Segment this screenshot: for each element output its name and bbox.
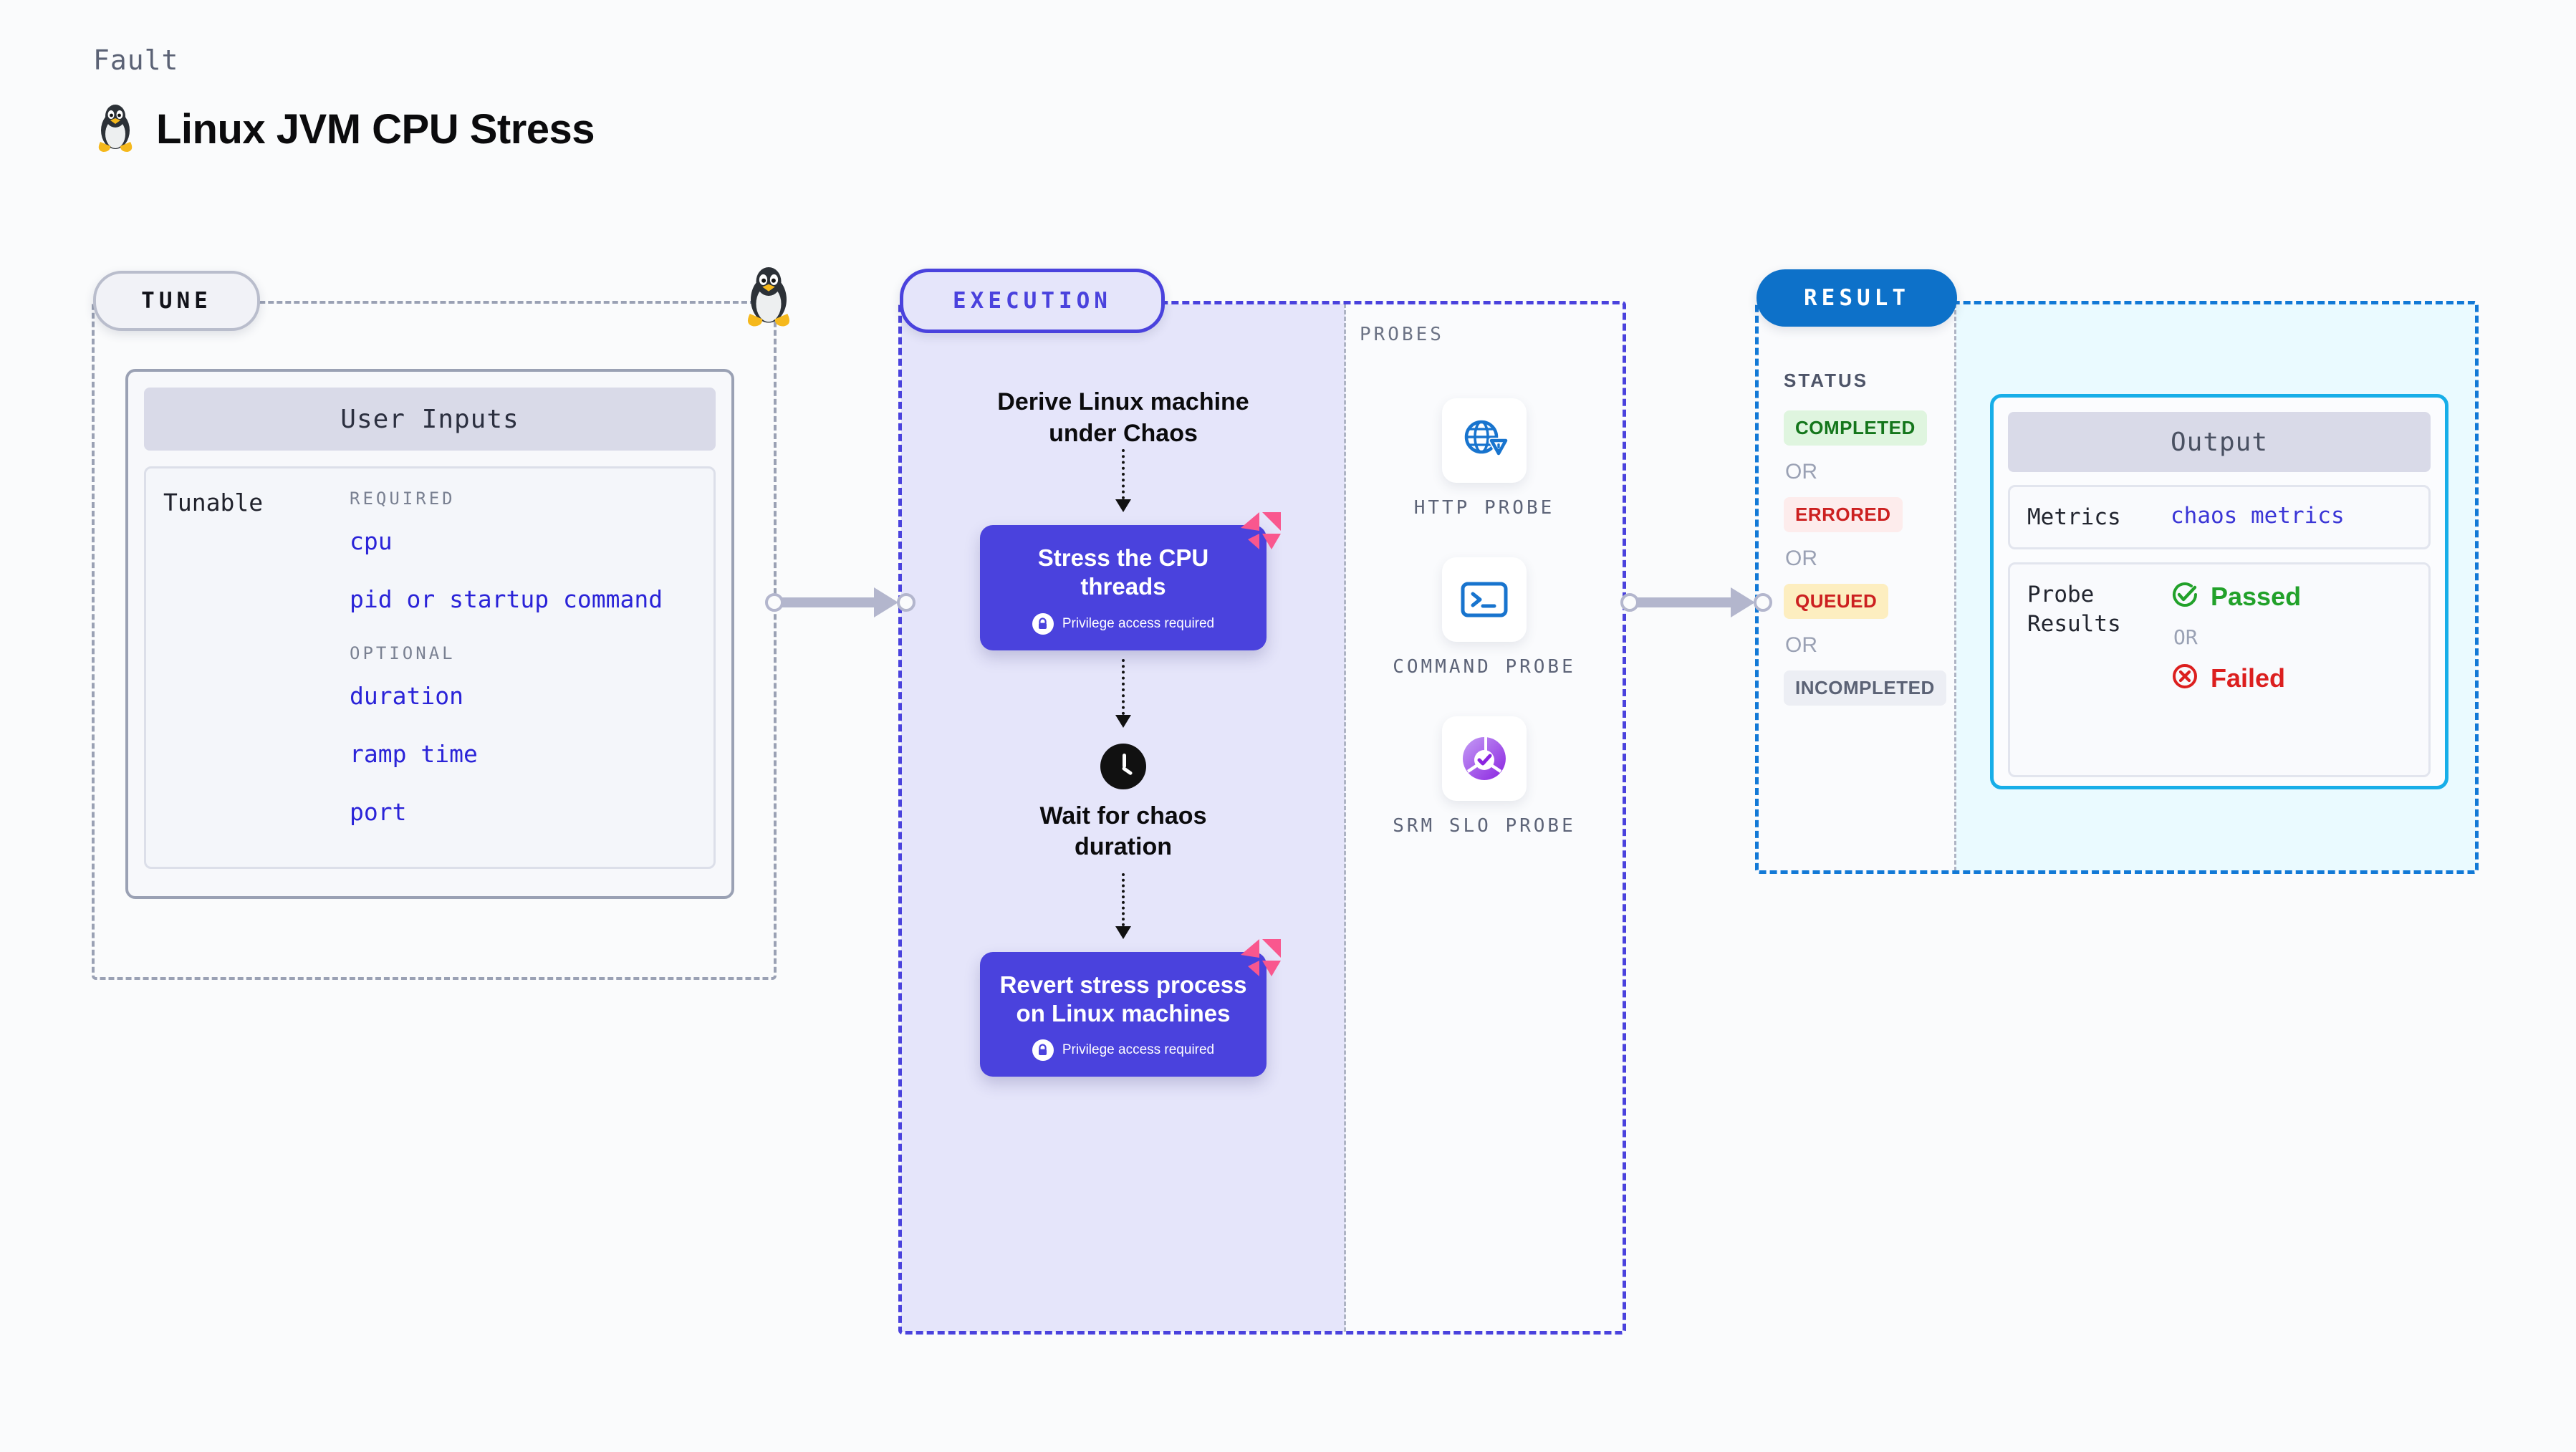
connector-dot [765,593,784,612]
tune-pill[interactable]: TUNE [93,271,260,331]
probe-results-values: Passed OR Failed [2171,580,2301,759]
flow-arrowhead [1115,499,1131,513]
privilege-note-text: Privilege access required [1062,615,1215,631]
flow-arrow [1122,449,1125,500]
tune-panel [92,301,777,980]
flow-arrowhead [1115,925,1131,939]
tunable-box: Tunable REQUIRED cpu pid or startup comm… [144,466,716,869]
result-pill[interactable]: RESULT [1756,269,1957,327]
tunable-item[interactable]: ramp time [350,740,478,768]
probe-label: HTTP PROBE [1413,497,1555,519]
status-badge-errored: ERRORED [1784,497,1903,532]
chaos-ribbon-icon [1238,509,1284,552]
or-label: OR [1785,460,1817,484]
connector-dot [1754,593,1772,612]
tunable-item[interactable]: port [350,798,407,826]
result-panel [1755,301,2479,874]
user-inputs-title: User Inputs [144,388,716,451]
metrics-value[interactable]: chaos metrics [2171,503,2345,529]
passed-label: Passed [2211,581,2302,611]
tunable-list: REQUIRED cpu pid or startup command OPTI… [350,489,696,847]
tunable-item[interactable]: duration [350,682,463,710]
page-title: Linux JVM CPU Stress [156,106,595,153]
status-badge-incompleted: INCOMPLETED [1784,670,1946,706]
probe-http[interactable]: HTTP PROBE [1345,398,1623,521]
flow-step-wait-label: Wait for chaos duration [1039,802,1207,861]
or-label: OR [1785,633,1817,657]
status-column: STATUS COMPLETED OR ERRORED OR QUEUED OR… [1784,370,1956,706]
flow-step-derive: Derive Linux machine under Chaos [997,388,1249,447]
or-label: OR [2173,625,2198,650]
probe-label: COMMAND PROBE [1393,656,1576,678]
probes-divider [1344,304,1346,1332]
execution-panel [898,301,1626,1335]
chaos-ribbon-icon [1238,936,1284,979]
slo-donut-check-icon [1442,716,1527,801]
privilege-note: Privilege access required [997,1039,1249,1062]
probes-label: PROBES [1360,324,1444,345]
action-card-title: Stress the CPU threads [1037,544,1209,600]
clock-icon [1100,743,1146,789]
check-circle-icon [2171,580,2199,612]
execution-pill[interactable]: EXECUTION [900,269,1165,333]
x-circle-icon [2171,662,2199,694]
flow-arrow [1122,658,1125,715]
privilege-note: Privilege access required [997,612,1249,635]
action-card-stress-cpu[interactable]: Stress the CPU threads Privilege access … [980,512,1281,650]
output-metrics-row: Metrics chaos metrics [2008,485,2431,550]
status-badge-completed: COMPLETED [1784,410,1927,446]
probe-results-key: Probe Results [2027,582,2121,637]
metrics-key: Metrics [2027,504,2121,530]
action-card-title: Revert stress process on Linux machines [999,971,1247,1027]
connector-dot [897,593,915,612]
globe-warning-icon [1442,398,1527,483]
lock-icon [1032,612,1054,635]
tunable-item[interactable]: cpu [350,527,393,555]
or-label: OR [1785,547,1817,570]
connector-tune-to-execution [765,587,915,617]
probe-srm-slo[interactable]: SRM SLO PROBE [1345,716,1623,839]
status-label: STATUS [1784,370,1869,391]
flow-step-wait: Wait for chaos duration [901,743,1345,863]
linux-penguin-icon [738,264,799,328]
probe-label: SRM SLO PROBE [1393,815,1576,837]
output-title: Output [2008,412,2431,472]
tunable-label: Tunable [163,489,264,516]
privilege-note-text: Privilege access required [1062,1042,1215,1058]
page-title-row: Linux JVM CPU Stress [93,102,595,157]
user-inputs-card: User Inputs Tunable REQUIRED cpu pid or … [125,369,734,899]
eyebrow-label: Fault [93,44,179,76]
output-card: Output Metrics chaos metrics Probe Resul… [1990,394,2448,789]
failed-label: Failed [2211,663,2286,693]
group-label-required: REQUIRED [350,489,456,509]
output-probe-results-row: Probe Results Passed OR [2008,562,2431,778]
flow-arrow [1122,872,1125,926]
terminal-icon [1442,557,1527,642]
probe-result-passed: Passed [2171,580,2301,612]
connector-execution-to-result [1620,587,1774,617]
status-badge-queued: QUEUED [1784,584,1889,619]
action-card-revert-stress[interactable]: Revert stress process on Linux machines … [980,938,1281,1077]
connector-dot [1620,593,1639,612]
group-label-optional: OPTIONAL [350,643,456,663]
lock-icon [1032,1039,1054,1062]
probe-result-failed: Failed [2171,662,2301,694]
probe-command[interactable]: COMMAND PROBE [1345,557,1623,680]
result-divider [1954,304,1956,871]
flow-arrowhead [1115,714,1131,728]
page-header: Fault Linux JVM CPU Stress [93,44,595,157]
execution-flow: Derive Linux machine under Chaos Stress … [901,387,1345,1077]
linux-penguin-icon [93,102,138,157]
tunable-item[interactable]: pid or startup command [350,585,663,613]
